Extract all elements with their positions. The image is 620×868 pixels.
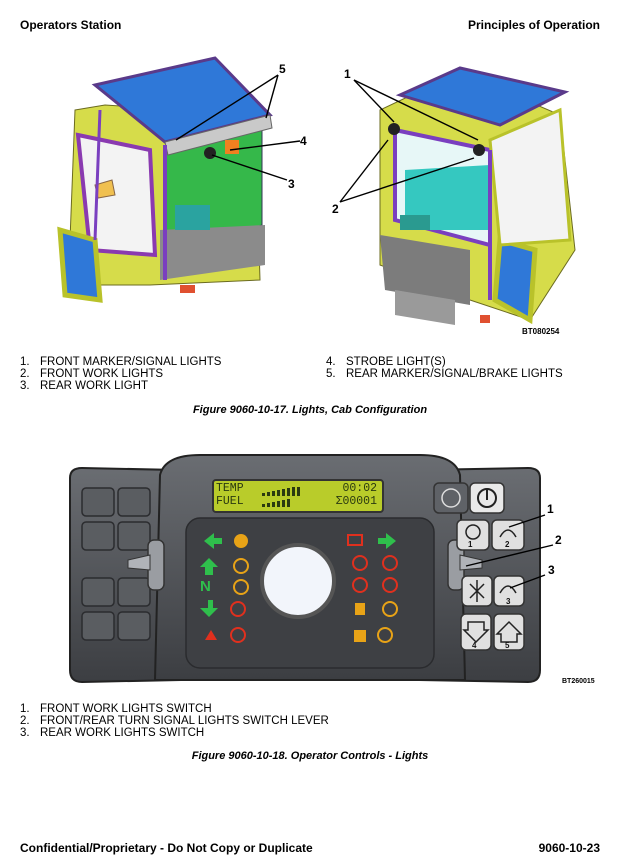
legend-num: 3. [20,380,30,392]
footer-confidential-notice: Confidential/Proprietary - Do Not Copy o… [20,841,313,855]
legend-num: 1. [20,703,30,715]
switch-number-4: 4 [472,641,477,650]
legend-num: 3. [20,727,30,739]
legend-item: 4. STROBE LIGHT(S) [326,356,563,368]
switch-number-2: 2 [505,540,510,549]
lcd-line-2: FUEL Σ00001 [216,495,380,508]
callout-2: 2 [332,202,339,216]
legend-item: 3. REAR WORK LIGHT [20,380,221,392]
header-chapter-title: Principles of Operation [467,18,600,32]
legend-item: 2. FRONT/REAR TURN SIGNAL LIGHTS SWITCH L… [20,715,329,727]
header-section-title: Operators Station [20,18,122,32]
callout-4: 4 [300,134,307,148]
legend-item: 2. FRONT WORK LIGHTS [20,368,221,380]
legend-num: 1. [20,356,30,368]
footer-page-number: 9060-10-23 [538,841,600,855]
lcd-line-1: TEMP 00:02 [216,482,380,495]
figure1-legend-left: 1. FRONT MARKER/SIGNAL LIGHTS 2. FRONT WOR… [20,356,221,392]
switch-number-3: 3 [506,597,511,606]
lcd-display: TEMP 00:02 FUEL Σ00001 [216,482,380,508]
cab-left-view [57,56,273,303]
figure2-leader-lines [465,514,554,589]
legend-text: FRONT/REAR TURN SIGNAL LIGHTS SWITCH LEV… [40,715,329,727]
legend-item: 5. REAR MARKER/SIGNAL/BRAKE LIGHTS [326,368,563,380]
lcd-fuel-label: FUEL [216,495,244,508]
legend-item: 1. FRONT MARKER/SIGNAL LIGHTS [20,356,221,368]
legend-item: 3. REAR WORK LIGHTS SWITCH [20,727,329,739]
legend-text: REAR WORK LIGHTS SWITCH [40,727,205,739]
switch-number-1: 1 [468,540,473,549]
neutral-indicator: N [200,578,211,595]
legend-text: REAR WORK LIGHT [40,380,148,392]
legend-text: FRONT WORK LIGHTS [40,368,164,380]
lcd-time-value: 00:02 [342,482,377,495]
callout-1: 1 [547,502,554,516]
legend-text: FRONT WORK LIGHTS SWITCH [40,703,212,715]
figure1-legend-right: 4. STROBE LIGHT(S) 5. REAR MARKER/SIGNAL/B… [326,356,563,380]
figure1-image-code: BT080254 [522,327,560,336]
callout-5: 5 [279,62,286,76]
legend-item: 1. FRONT WORK LIGHTS SWITCH [20,703,329,715]
legend-text: FRONT MARKER/SIGNAL LIGHTS [40,356,222,368]
figure2-caption: Figure 9060-10-18. Operator Controls - L… [191,750,429,762]
figure2-image-code: BT260015 [562,678,595,685]
callout-1: 1 [344,67,351,81]
figure1-caption: Figure 9060-10-17. Lights, Cab Configura… [192,404,428,416]
callout-3: 3 [288,177,295,191]
legend-num: 5. [326,368,336,380]
legend-num: 2. [20,368,30,380]
legend-num: 2. [20,715,30,727]
callout-2: 2 [555,533,562,547]
figure2-legend: 1. FRONT WORK LIGHTS SWITCH 2. FRONT/REAR … [20,703,329,739]
switch-number-5: 5 [505,641,510,650]
lcd-temp-label: TEMP [216,482,244,495]
figure1-leader-lines [175,74,479,203]
legend-text: REAR MARKER/SIGNAL/BRAKE LIGHTS [346,368,563,380]
legend-num: 4. [326,356,336,368]
cab-right-view [379,66,576,325]
callout-3: 3 [548,563,555,577]
legend-text: STROBE LIGHT(S) [346,356,446,368]
lcd-hour-value: Σ00001 [335,495,377,508]
